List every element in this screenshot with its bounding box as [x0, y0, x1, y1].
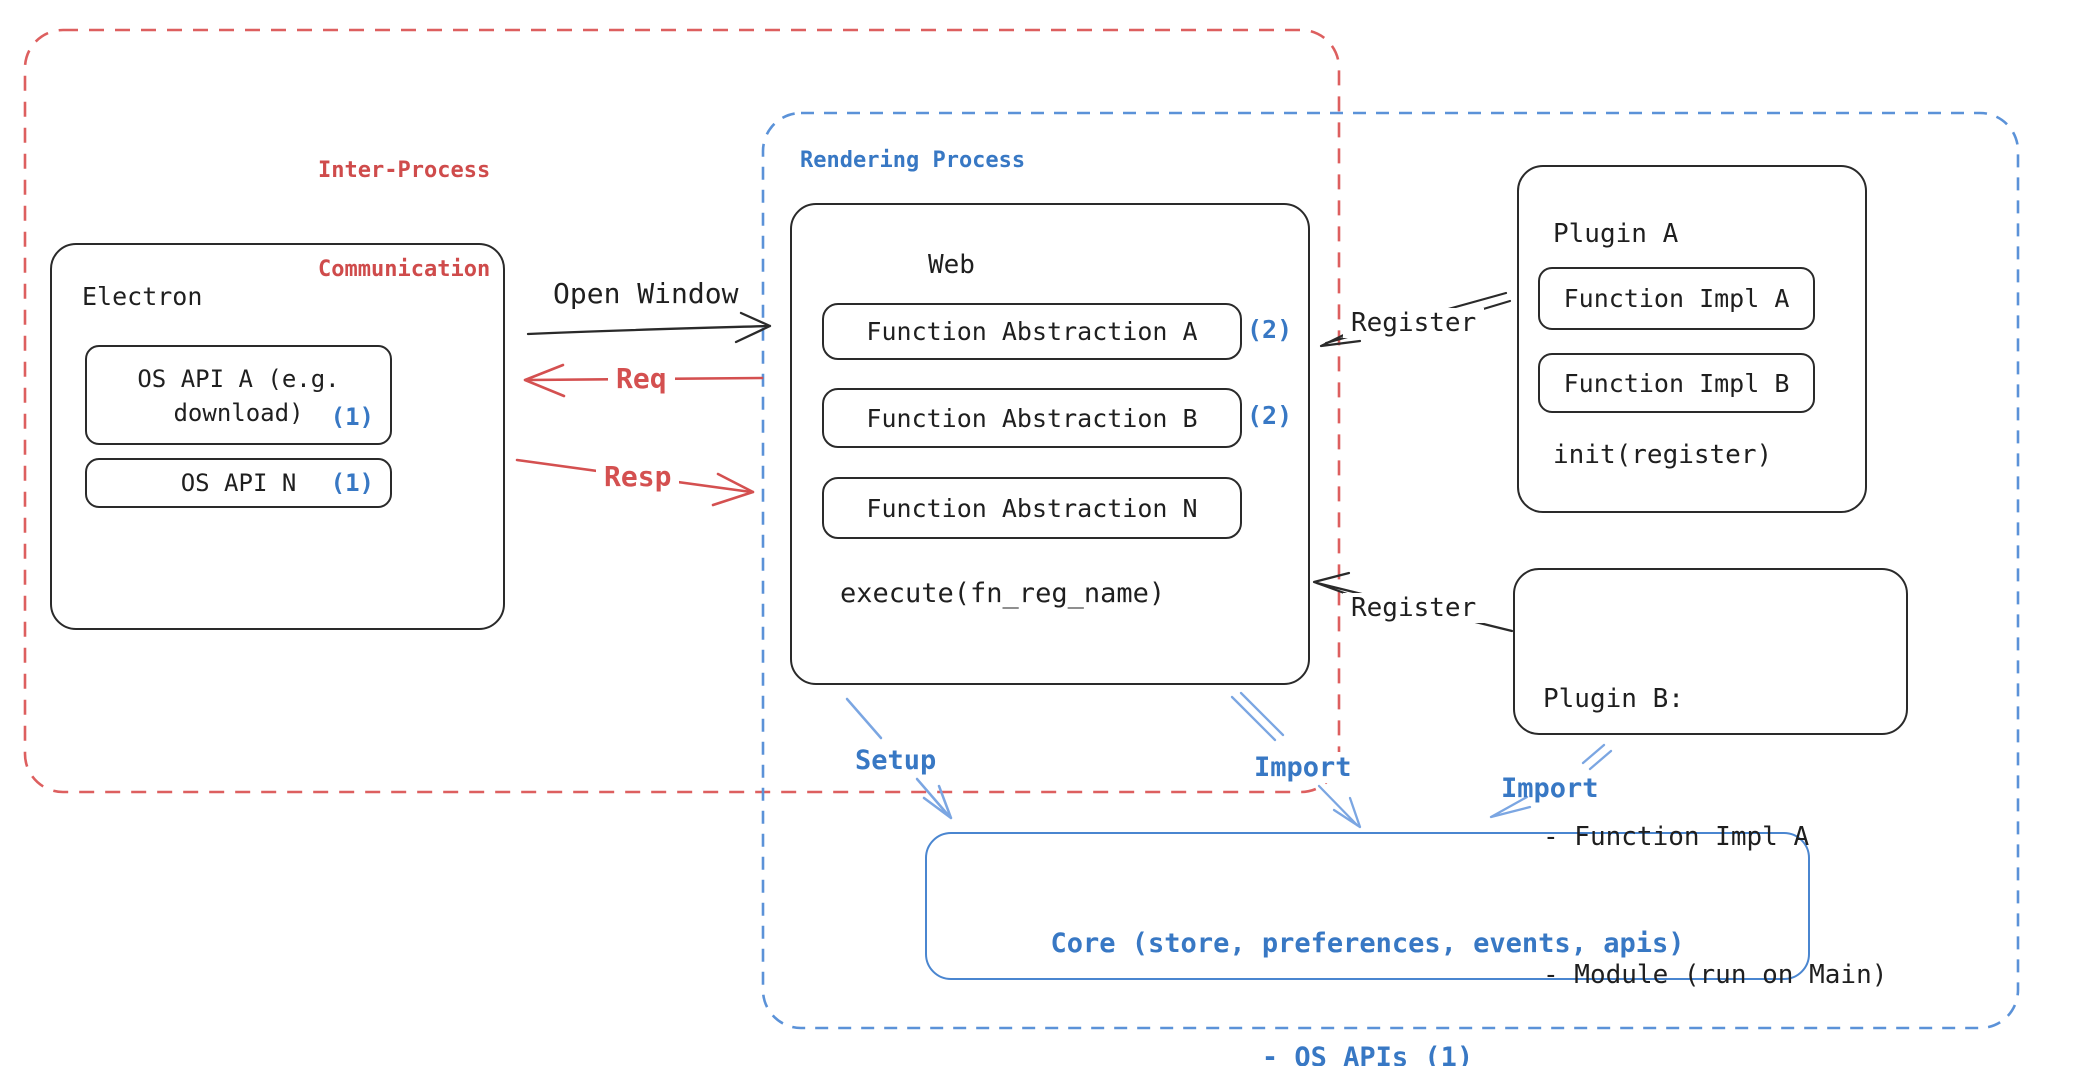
os-api-a-label-line1: OS API A (e.g.: [137, 365, 340, 393]
ipc-region-label-line2: Communication: [318, 257, 491, 282]
req-label: Req: [608, 362, 675, 395]
ipc-region-border: [23, 28, 1341, 794]
os-api-n-label: OS API N: [180, 469, 297, 497]
plugin-a-box: [1517, 165, 1867, 513]
resp-label: Resp: [596, 460, 680, 493]
function-abstraction-b-label: Function Abstraction B: [866, 403, 1198, 433]
plugin-a-init-label: init(register): [1553, 440, 1773, 470]
electron-title: Electron: [82, 282, 203, 311]
function-abstraction-b-ref-badge: (2): [1247, 401, 1293, 430]
plugin-b-title: Plugin B:: [1543, 684, 1684, 714]
import-plugin-b-arrow: [1489, 743, 1613, 819]
function-impl-a-box: Function Impl A: [1538, 267, 1815, 330]
execute-call-label: execute(fn_reg_name): [840, 578, 1166, 609]
setup-label: Setup: [855, 745, 937, 776]
plugin-b-item-fn-impl-a: - Function Impl A: [1543, 822, 1810, 852]
core-box: [925, 832, 1810, 980]
os-api-a-ref-badge: (1): [330, 403, 374, 431]
core-line-os-apis: - OS APIs (1): [1261, 1042, 1474, 1066]
os-api-a-box: OS API A (e.g. download) (1): [85, 345, 392, 445]
os-api-n-ref-badge: (1): [330, 469, 374, 497]
function-abstraction-n-label: Function Abstraction N: [866, 493, 1198, 523]
import-plugin-b-label: Import: [1501, 773, 1599, 804]
core-line-title: Core (store, preferences, events, apis): [1050, 928, 1685, 959]
rendering-region-label: Rendering Process: [800, 148, 1026, 173]
function-impl-b-label: Function Impl B: [1563, 368, 1790, 398]
function-abstraction-b-box: Function Abstraction B: [822, 388, 1242, 448]
function-abstraction-n-box: Function Abstraction N: [822, 477, 1242, 539]
import-web-arrow: [1230, 691, 1362, 829]
import-web-label: Import: [1246, 752, 1360, 783]
ipc-region-label-line1: Inter-Process: [318, 158, 491, 183]
rendering-region-border: [761, 111, 2020, 1030]
open-window-label: Open Window: [553, 277, 739, 310]
plugin-b-item-module: - Module (run on Main): [1543, 960, 1888, 990]
plugin-b-box: [1513, 568, 1908, 735]
function-abstraction-a-ref-badge: (2): [1247, 315, 1293, 344]
web-title: Web: [928, 250, 975, 280]
os-api-a-label-line2: download): [173, 399, 304, 427]
core-content: Core (store, preferences, events, apis) …: [925, 849, 1810, 1066]
open-window-arrow: [526, 311, 772, 344]
register-plugin-a-label: Register: [1343, 308, 1485, 338]
function-abstraction-a-label: Function Abstraction A: [866, 317, 1198, 346]
ipc-region-label: Inter-Process Communication: [318, 88, 490, 352]
function-abstraction-a-box: Function Abstraction A: [822, 303, 1242, 360]
register-plugin-b-label: Register: [1343, 593, 1485, 623]
function-impl-b-box: Function Impl B: [1538, 353, 1815, 413]
plugin-b-content: Plugin B: - Function Impl A - Module (ru…: [1543, 584, 1887, 1066]
os-api-n-box: OS API N (1): [85, 458, 392, 508]
setup-arrow: [845, 697, 953, 820]
plugin-a-title: Plugin A: [1553, 219, 1679, 249]
function-impl-a-label: Function Impl A: [1563, 284, 1790, 313]
